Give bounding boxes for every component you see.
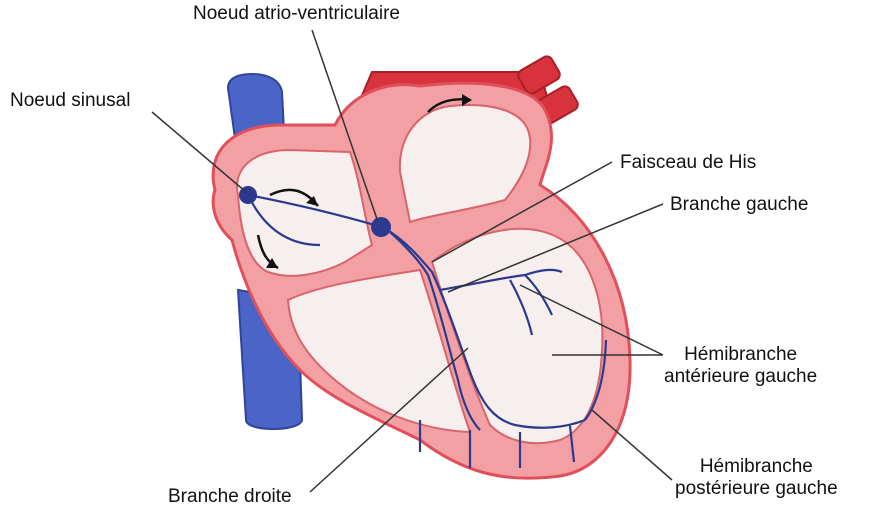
- label-av-node: Noeud atrio-ventriculaire: [193, 3, 400, 25]
- label-posterior-hemibranch: Hémibranche postérieure gauche: [675, 456, 838, 500]
- label-anterior-hemibranch-line2: antérieure gauche: [664, 366, 817, 388]
- av-node-dot: [371, 217, 391, 237]
- label-sinus-node: Noeud sinusal: [10, 90, 130, 112]
- label-right-branch: Branche droite: [168, 486, 292, 508]
- label-anterior-hemibranch: Hémibranche antérieure gauche: [664, 344, 817, 388]
- label-his-bundle: Faisceau de His: [620, 152, 756, 174]
- label-anterior-hemibranch-line1: Hémibranche: [664, 344, 817, 366]
- label-posterior-hemibranch-line2: postérieure gauche: [675, 478, 838, 500]
- label-posterior-hemibranch-line1: Hémibranche: [675, 456, 838, 478]
- label-left-branch: Branche gauche: [670, 194, 808, 216]
